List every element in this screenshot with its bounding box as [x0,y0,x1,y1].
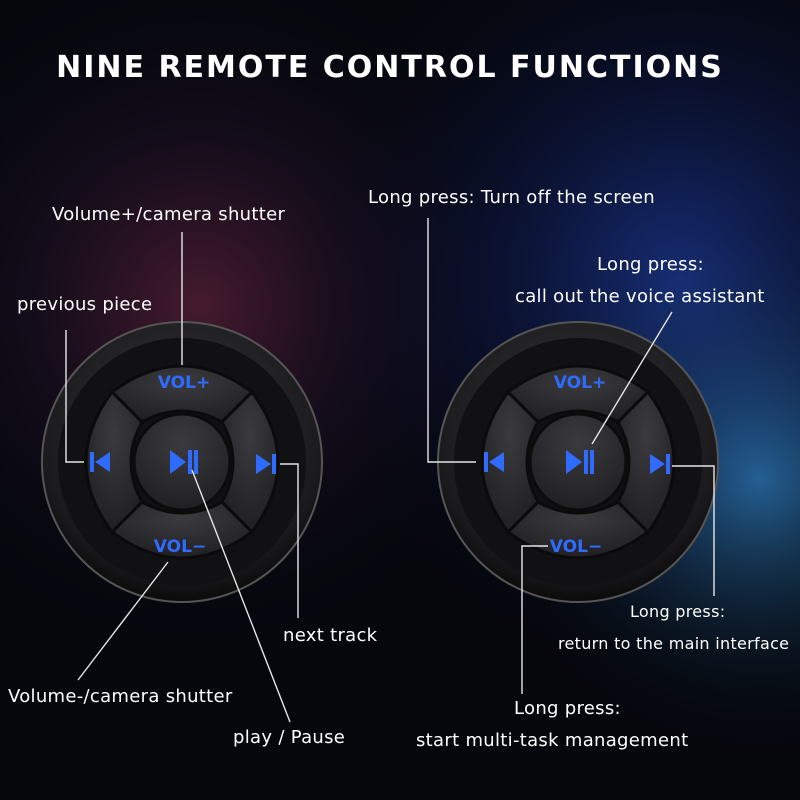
right-vol-down-text: VOL− [550,537,602,557]
left-vol-up-text: VOL+ [158,373,210,393]
right-remote: VOL+ VOL− [437,321,719,603]
right-prev-button[interactable] [480,389,540,535]
label-multitask-line2: start multi-task management [416,730,689,751]
next-icon [256,454,276,474]
play-pause-icon [566,450,594,474]
left-remote: VOL+ VOL− [41,321,323,603]
right-leader-lines [427,218,715,694]
label-volume-up: Volume+/camera shutter [52,204,286,225]
left-vol-down-text: VOL− [154,537,206,557]
page-title: NINE REMOTE CONTROL FUNCTIONS [56,50,724,85]
right-next-button[interactable] [616,389,676,535]
label-multitask-line1: Long press: [514,698,621,719]
label-volume-down: Volume-/camera shutter [8,686,233,707]
right-vol-up-text: VOL+ [554,373,606,393]
next-icon [650,454,670,474]
label-main-line1: Long press: [630,602,726,621]
label-play-pause: play / Pause [233,727,346,748]
label-main-line2: return to the main interface [558,634,790,653]
label-previous-piece: previous piece [17,294,153,315]
label-voice-line2: call out the voice assistant [515,286,765,307]
label-next-track: next track [283,625,378,646]
label-voice-line1: Long press: [597,254,704,275]
previous-icon [484,452,504,472]
label-screen-off: Long press: Turn off the screen [368,187,656,208]
left-leader-lines [65,232,299,723]
play-pause-icon [170,450,198,474]
left-prev-button[interactable] [84,389,144,535]
previous-icon [90,452,110,472]
left-next-button[interactable] [220,389,280,535]
